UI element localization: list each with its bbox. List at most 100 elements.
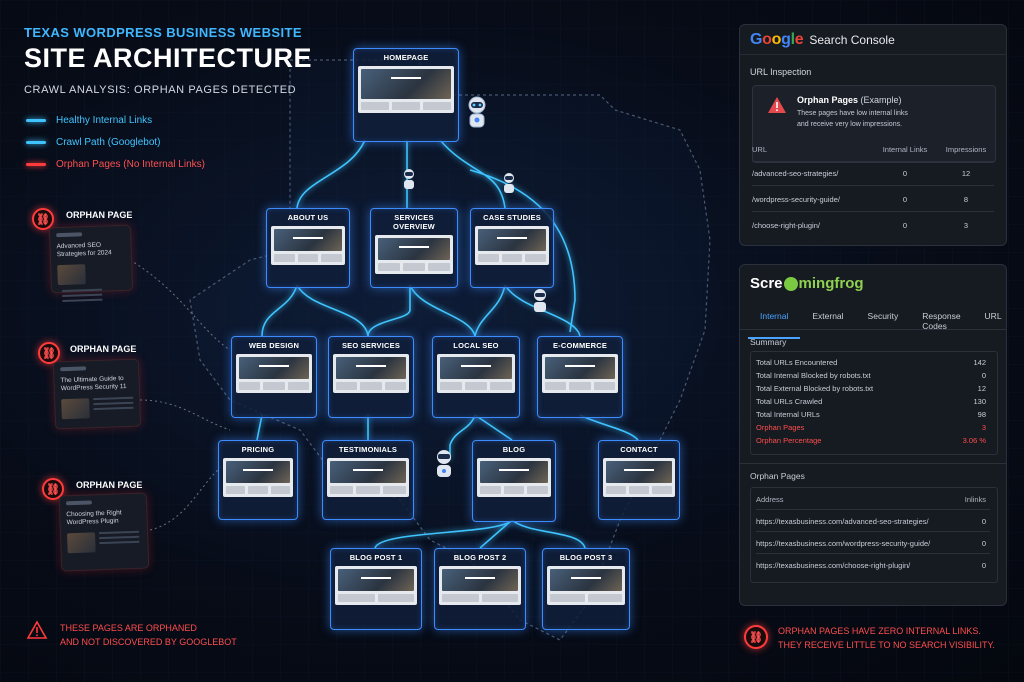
node-services-overview[interactable]: SERVICES OVERVIEW bbox=[370, 208, 458, 288]
table-row[interactable]: https://texasbusiness.com/wordpress-secu… bbox=[756, 539, 986, 548]
node-label: WEB DESIGN bbox=[248, 341, 300, 350]
sf-logo-left: Scre bbox=[750, 275, 783, 292]
screaming-frog-panel: Scre mingfrog Internal External Security… bbox=[739, 264, 1007, 606]
gsc-table-header: URL Internal Links Impressions bbox=[752, 145, 994, 162]
orphan-warning-text: THESE PAGES ARE ORPHANED AND NOT DISCOVE… bbox=[60, 622, 237, 649]
table-row[interactable]: /choose-right-plugin/ 0 3 bbox=[752, 221, 994, 237]
tab-url[interactable]: URL bbox=[984, 311, 1002, 321]
googlebot-robot-icon bbox=[504, 173, 514, 193]
sf-orphan-box bbox=[750, 487, 998, 583]
node-pricing[interactable]: PRICING bbox=[218, 440, 298, 520]
row-url: /choose-right-plugin/ bbox=[752, 221, 820, 230]
orphan-warning-line2: AND NOT DISCOVERED BY GOOGLEBOT bbox=[60, 636, 237, 647]
node-label: CONTACT bbox=[620, 445, 658, 454]
screaming-frog-logo: Scre mingfrog bbox=[750, 275, 864, 292]
broken-link-icon: ⛓ bbox=[42, 478, 64, 500]
gsc-alert-title-text: Orphan Pages bbox=[797, 95, 859, 105]
warning-triangle-icon bbox=[26, 620, 48, 639]
tab-external[interactable]: External bbox=[812, 311, 844, 321]
legend-label: Healthy Internal Links bbox=[56, 115, 153, 126]
page-subtitle: CRAWL ANALYSIS: ORPHAN PAGES DETECTED bbox=[24, 84, 297, 96]
node-blog-post-3[interactable]: BLOG POST 3 bbox=[542, 548, 630, 630]
footer-note: ORPHAN PAGES HAVE ZERO INTERNAL LINKS. T… bbox=[778, 624, 995, 653]
table-row[interactable]: /advanced-seo-strategies/ 0 12 bbox=[752, 169, 994, 186]
gsc-alert-title: Orphan Pages (Example) bbox=[797, 95, 902, 105]
footer-note-line1: ORPHAN PAGES HAVE ZERO INTERNAL LINKS. bbox=[778, 626, 981, 636]
tab-security[interactable]: Security bbox=[867, 311, 899, 321]
node-case-studies[interactable]: CASE STUDIES bbox=[470, 208, 554, 288]
page-title: SITE ARCHITECTURE bbox=[24, 43, 313, 73]
googlebot-robot-icon bbox=[534, 289, 546, 312]
node-label: PRICING bbox=[241, 445, 275, 454]
row-url: /wordpress-security-guide/ bbox=[752, 195, 840, 204]
legend-line-blue bbox=[26, 119, 46, 122]
node-label: HOMEPAGE bbox=[383, 53, 429, 62]
gsc-panel: Google Search Console URL Inspection Orp… bbox=[739, 24, 1007, 246]
sf-logo-right: mingfrog bbox=[798, 275, 864, 292]
node-label: TESTIMONIALS bbox=[338, 445, 398, 454]
node-local-seo[interactable]: LOCAL SEO bbox=[432, 336, 520, 418]
row-impressions: 8 bbox=[963, 195, 969, 204]
orphan-card-title: ORPHAN PAGE bbox=[66, 210, 133, 220]
col-impressions: Impressions bbox=[945, 145, 987, 154]
tab-response-codes[interactable]: Response Codes bbox=[922, 311, 961, 331]
row-url: /advanced-seo-strategies/ bbox=[752, 169, 839, 178]
google-logo: Google bbox=[750, 30, 804, 48]
orphan-card-title: ORPHAN PAGE bbox=[70, 344, 137, 354]
row-internal-links: 0 bbox=[902, 221, 908, 230]
row-impressions: 12 bbox=[961, 169, 971, 178]
node-blog-post-1[interactable]: BLOG POST 1 bbox=[330, 548, 422, 630]
sf-tab-bar: Internal External Security Response Code… bbox=[748, 311, 1014, 339]
node-homepage[interactable]: HOMEPAGE bbox=[353, 48, 459, 142]
tree-link-lines bbox=[256, 139, 639, 549]
col-url: URL bbox=[752, 145, 768, 154]
node-seo-services[interactable]: SEO SERVICES bbox=[328, 336, 414, 418]
gsc-product-name: Search Console bbox=[809, 32, 895, 47]
table-row[interactable]: https://texasbusiness.com/advanced-seo-s… bbox=[756, 517, 986, 526]
table-row[interactable]: /wordpress-security-guide/ 0 8 bbox=[752, 195, 994, 212]
legend-line-blue bbox=[26, 141, 46, 144]
gsc-alert-text: These pages have low internal links and … bbox=[797, 109, 908, 130]
gsc-section-title: URL Inspection bbox=[750, 67, 812, 77]
legend-line-red bbox=[26, 163, 46, 166]
sf-summary-title: Summary bbox=[750, 337, 787, 347]
node-label: LOCAL SEO bbox=[453, 341, 499, 350]
row-internal-links: 0 bbox=[902, 169, 908, 178]
orphan-card-title: ORPHAN PAGE bbox=[76, 480, 143, 490]
gsc-alert-title-suffix: (Example) bbox=[860, 95, 902, 105]
broken-link-icon: ⛓ bbox=[38, 342, 60, 364]
node-e-commerce[interactable]: E-COMMERCE bbox=[537, 336, 623, 418]
googlebot-robot-icon bbox=[437, 450, 451, 477]
tab-internal[interactable]: Internal bbox=[748, 311, 801, 339]
legend-label: Orphan Pages (No Internal Links) bbox=[56, 159, 205, 170]
row-impressions: 3 bbox=[963, 221, 969, 230]
gsc-alert-text-2: and receive very low impressions. bbox=[797, 120, 903, 128]
node-label: BLOG POST 2 bbox=[453, 553, 507, 562]
node-label: BLOG bbox=[502, 445, 526, 454]
gsc-alert-box: Orphan Pages (Example) These pages have … bbox=[752, 85, 996, 163]
broken-link-icon: ⛓ bbox=[744, 625, 768, 649]
footer-note-line2: THEY RECEIVE LITTLE TO NO SEARCH VISIBIL… bbox=[778, 640, 995, 651]
node-testimonials[interactable]: TESTIMONIALS bbox=[322, 440, 414, 520]
node-label: E-COMMERCE bbox=[552, 341, 608, 350]
node-blog-post-2[interactable]: BLOG POST 2 bbox=[434, 548, 526, 630]
orphan-warning-line1: THESE PAGES ARE ORPHANED bbox=[60, 623, 197, 633]
broken-link-icon: ⛓ bbox=[32, 208, 54, 230]
node-label: SERVICES OVERVIEW bbox=[393, 213, 435, 231]
node-contact[interactable]: CONTACT bbox=[598, 440, 680, 520]
node-label: CASE STUDIES bbox=[483, 213, 541, 222]
node-label: ABOUT US bbox=[287, 213, 329, 222]
googlebot-robot-icon bbox=[468, 96, 486, 128]
node-about-us[interactable]: ABOUT US bbox=[266, 208, 350, 288]
legend-label: Crawl Path (Googlebot) bbox=[56, 137, 161, 148]
legend-item-healthy: Healthy Internal Links bbox=[26, 115, 152, 126]
node-web-design[interactable]: WEB DESIGN bbox=[231, 336, 317, 418]
node-blog[interactable]: BLOG bbox=[472, 440, 556, 522]
table-row[interactable]: https://texasbusiness.com/choose-right-p… bbox=[756, 561, 986, 570]
